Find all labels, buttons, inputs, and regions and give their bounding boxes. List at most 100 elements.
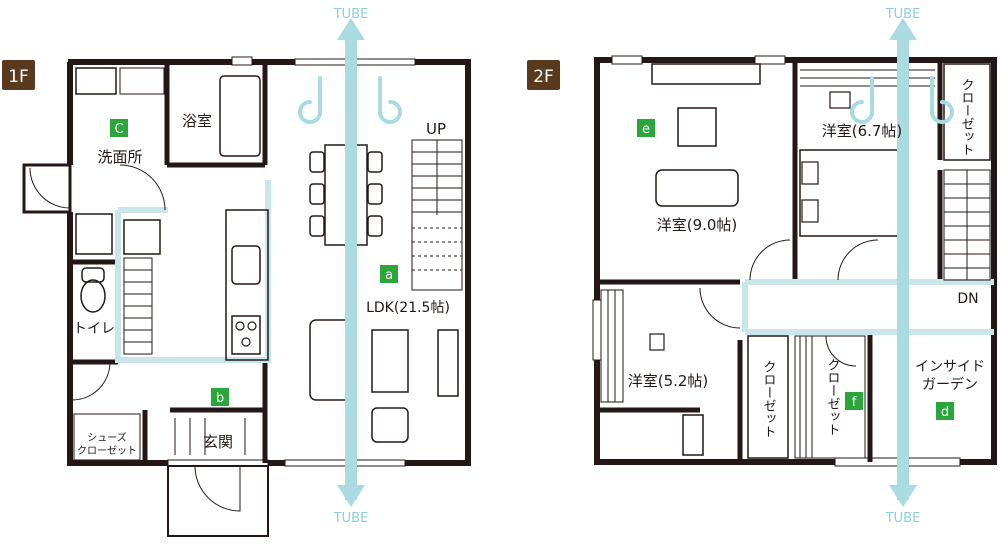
tube-shaft-1f: [345, 30, 357, 500]
badge-a: [380, 265, 398, 283]
badge-e: [637, 119, 655, 137]
garden-label-2: ガーデン: [922, 376, 978, 393]
side-door-swing: [29, 167, 71, 209]
stairs-1f-icon: [411, 139, 463, 291]
floor-tag-1f: 1F: [8, 67, 29, 87]
airflow-swirl-2f-icon: [850, 76, 954, 124]
badge-e-label: e: [642, 122, 650, 137]
burner-icon: [247, 321, 257, 331]
badge-c-label: C: [114, 122, 123, 137]
badge-d-label: d: [941, 405, 949, 420]
room-label-toilet: トイレ: [73, 321, 115, 337]
badge-d: [936, 402, 954, 420]
floor-tag-2f-bg: [527, 60, 560, 90]
room-label-shoe-closet-2: クローゼット: [77, 445, 137, 457]
desk-icon: [677, 107, 717, 147]
tube-label-bottom-2f: TUBE: [885, 511, 921, 526]
badge-f: [845, 392, 863, 410]
entrance-step-icon: [174, 418, 246, 455]
tube-label-bottom-1f: TUBE: [333, 511, 369, 526]
closet-f-label: クローゼット: [825, 358, 841, 436]
sofa-2f-icon: [655, 169, 739, 207]
toilet-tank-icon: [81, 267, 105, 283]
badge-b: [211, 388, 229, 406]
tube-arrow-up-icon: [337, 18, 365, 40]
room-label-52: 洋室(5.2帖): [628, 372, 709, 390]
kitchen-counter-icon: [225, 209, 269, 361]
badge-f-label: f: [852, 395, 857, 410]
room-label-bath: 浴室: [182, 112, 212, 130]
room-label-67: 洋室(6.7帖): [822, 122, 903, 140]
badge-a-label: a: [385, 268, 393, 283]
tube-label-top-1f: TUBE: [333, 7, 369, 22]
tube-label-top-2f: TUBE: [885, 7, 921, 22]
tv-stand-icon: [437, 329, 459, 397]
floor-2f: 2F: [527, 7, 997, 526]
door-swing-closet-f: [825, 335, 857, 367]
entrance-door-swing: [194, 465, 241, 512]
pantry-shelf-icon: [123, 257, 153, 355]
tube-arrow-down-2f-icon: [889, 485, 917, 507]
stairs-2f-icon: [943, 169, 991, 281]
closet-top-label: クローゼット: [959, 78, 975, 156]
room-label-shoe-closet-1: シューズ: [87, 431, 127, 444]
room-label-washroom: 洗面所: [97, 148, 142, 166]
coffee-table-icon: [371, 329, 409, 393]
pillow-icon: [801, 199, 819, 223]
tube-arrow-up-2f-icon: [889, 18, 917, 40]
floor-tag-2f: 2F: [533, 67, 554, 87]
dining-chairs-icon: [309, 151, 383, 237]
window-bath-top: [231, 56, 253, 66]
closet-f-shelf-icon: [794, 335, 866, 459]
bathtub-icon: [219, 75, 261, 157]
sink-icon: [231, 245, 261, 285]
partitions-2f: [742, 279, 994, 335]
floor-1f: 1F: [2, 7, 471, 537]
room-label-ldk: LDK(21.5帖): [366, 300, 450, 316]
chair-icon: [829, 91, 851, 109]
badge-c: [110, 119, 128, 137]
airflow-swirl-icon: [298, 76, 402, 124]
washing-machine-icon: [75, 213, 113, 255]
inner-walls-2f: [597, 60, 943, 462]
burner-icon: [235, 321, 245, 331]
inner-walls-1f: [70, 62, 268, 463]
closet-top-box: [943, 63, 991, 161]
washbasin-icon: [75, 67, 117, 95]
window-2f-left: [592, 299, 602, 361]
closet-mid-label: クローゼット: [761, 360, 777, 438]
window-2f-top-left: [611, 55, 643, 65]
desk-52-icon: [682, 414, 704, 456]
shoe-closet-box: [73, 413, 141, 461]
garden-label-1: インサイド: [915, 359, 985, 375]
washroom-door-swing: [119, 164, 166, 211]
toilet-bowl-icon: [80, 279, 106, 313]
room-label-9: 洋室(9.0帖): [657, 216, 738, 234]
closet-shelf-67-icon: [800, 69, 935, 87]
storage-shelf-icon: [119, 67, 165, 95]
stairs-dn-label: DN: [957, 291, 978, 307]
badge-b-label: b: [216, 391, 224, 406]
stairs-up-label: UP: [426, 120, 446, 138]
room-label-entrance: 玄関: [203, 433, 233, 451]
chair-52-icon: [649, 333, 665, 351]
door-swing-room67: [837, 239, 879, 281]
fridge-icon: [123, 219, 161, 255]
armchair-icon: [371, 407, 409, 443]
tube-shaft-2f: [897, 30, 909, 500]
door-swing-room52: [699, 287, 741, 329]
pillow-icon: [801, 161, 819, 185]
stove-icon: [231, 315, 261, 355]
closet-shelf-52-icon: [600, 289, 624, 403]
toilet-door-swing: [71, 361, 111, 401]
tube-arrow-down-icon: [337, 485, 365, 507]
door-swing-room9: [749, 239, 791, 281]
burner-icon: [241, 337, 251, 347]
window-2f-top-mid: [754, 55, 786, 65]
closet-mid-box: [747, 335, 789, 459]
floor-tag-1f-bg: [2, 60, 35, 90]
wardrobe-icon: [651, 63, 761, 85]
porch-box: [167, 465, 269, 537]
bed-icon: [799, 149, 899, 237]
